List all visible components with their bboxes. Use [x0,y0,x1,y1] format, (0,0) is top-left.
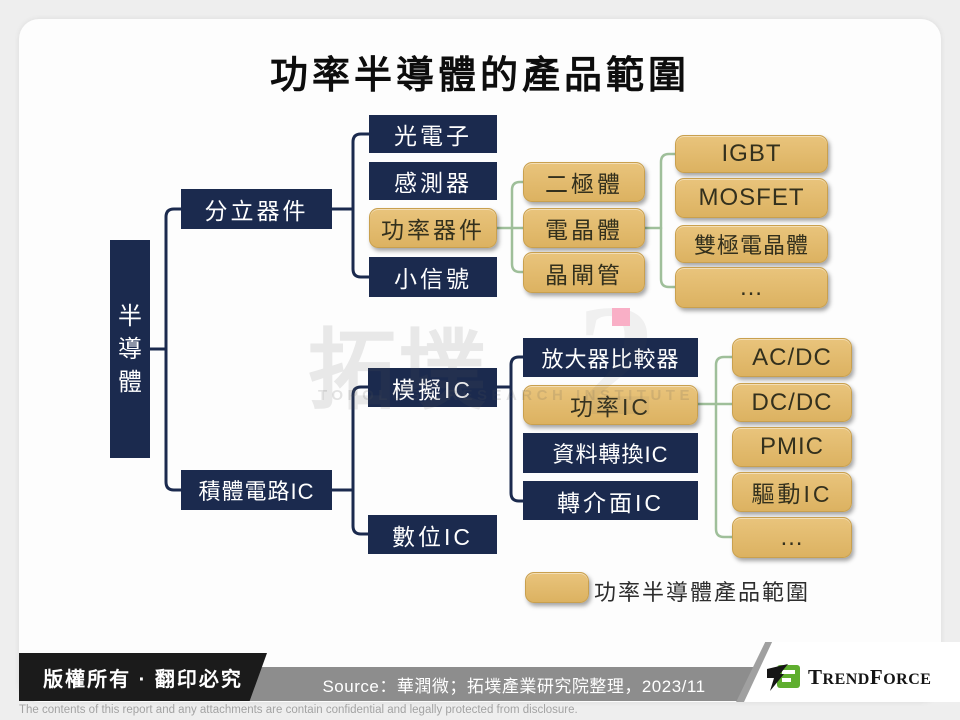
node-discrete-devices: 分立器件 [181,189,332,229]
page-title: 功率半導體的產品範圍 [269,55,690,97]
node-label: 數位IC [392,523,473,550]
node-label: 光電子 [394,123,472,149]
node-label: … [739,273,764,301]
node-semiconductor: 半導體 [110,240,150,458]
copyright-banner: 版權所有 · 翻印必究 [19,653,267,701]
trendforce-logo-icon [767,664,800,691]
node-data-conversion-ic: 資料轉換IC [523,433,698,473]
node-label: 模擬IC [392,376,473,403]
node-label: AC/DC [752,343,832,371]
node-label: DC/DC [751,388,833,416]
node-label: 電晶體 [545,217,623,243]
node-label: IGBT [721,140,782,167]
node-amplifier-comparator: 放大器比較器 [523,338,698,377]
node-acdc: AC/DC [732,338,852,377]
node-bipolar-transistor: 雙極電晶體 [675,225,828,263]
node-label: 晶閘管 [545,261,623,288]
green-connectors [495,152,734,539]
node-driver-ic: 驅動IC [732,472,852,512]
node-interface-ic: 轉介面IC [523,481,698,520]
node-dcdc: DC/DC [732,383,852,422]
disclaimer-text: The contents of this report and any atta… [19,704,578,716]
logo-letters: ORCE [883,670,932,688]
node-label: 放大器比較器 [541,346,680,372]
node-transistor: 電晶體 [523,208,645,248]
node-more-transistor: … [675,267,828,308]
node-optoelectronics: 光電子 [369,115,497,153]
node-diode: 二極體 [523,162,645,202]
node-sensor: 感測器 [369,162,497,200]
navy-connectors [148,132,525,536]
node-label: 小信號 [394,266,472,292]
node-pmic: PMIC [732,427,852,467]
node-label: 感測器 [394,170,472,196]
logo-letter: F [869,664,884,689]
node-label: 功率IC [570,394,651,420]
node-mosfet: MOSFET [675,178,828,218]
node-power-device: 功率器件 [369,208,497,248]
node-small-signal: 小信號 [369,257,497,297]
node-digital-ic: 數位IC [368,515,497,554]
node-label: 資料轉換IC [552,442,669,467]
node-integrated-circuit: 積體電路IC [181,470,332,510]
node-label: 雙極電晶體 [693,233,809,258]
node-label: 半導體 [118,302,142,396]
logo-letter: T [808,664,823,689]
source-text: Source：華潤微；拓墣產業研究院整理，2023/11 [322,676,706,696]
node-igbt: IGBT [675,135,828,173]
node-label: 分立器件 [204,198,309,224]
pink-square-marker [612,308,630,326]
node-label: MOSFET [698,184,805,211]
legend-swatch [525,572,589,603]
source-banner: Source：華潤微；拓墣產業研究院整理，2023/11 [236,667,792,701]
copyright-text: 版權所有 · 翻印必究 [43,668,243,691]
logo-letters: REND [822,670,870,688]
node-label: PMIC [760,433,824,460]
node-more-power-ic: … [732,517,852,558]
legend-label: 功率半導體產品範圍 [594,580,811,605]
node-label: … [779,523,805,551]
node-analog-ic: 模擬IC [368,368,497,407]
node-label: 積體電路IC [198,479,315,504]
node-label: 轉介面IC [557,489,664,516]
node-label: 驅動IC [751,481,833,507]
node-label: 二極體 [545,171,623,197]
node-thyristor: 晶閘管 [523,252,645,293]
node-power-ic: 功率IC [523,385,698,425]
node-label: 功率器件 [381,217,485,243]
